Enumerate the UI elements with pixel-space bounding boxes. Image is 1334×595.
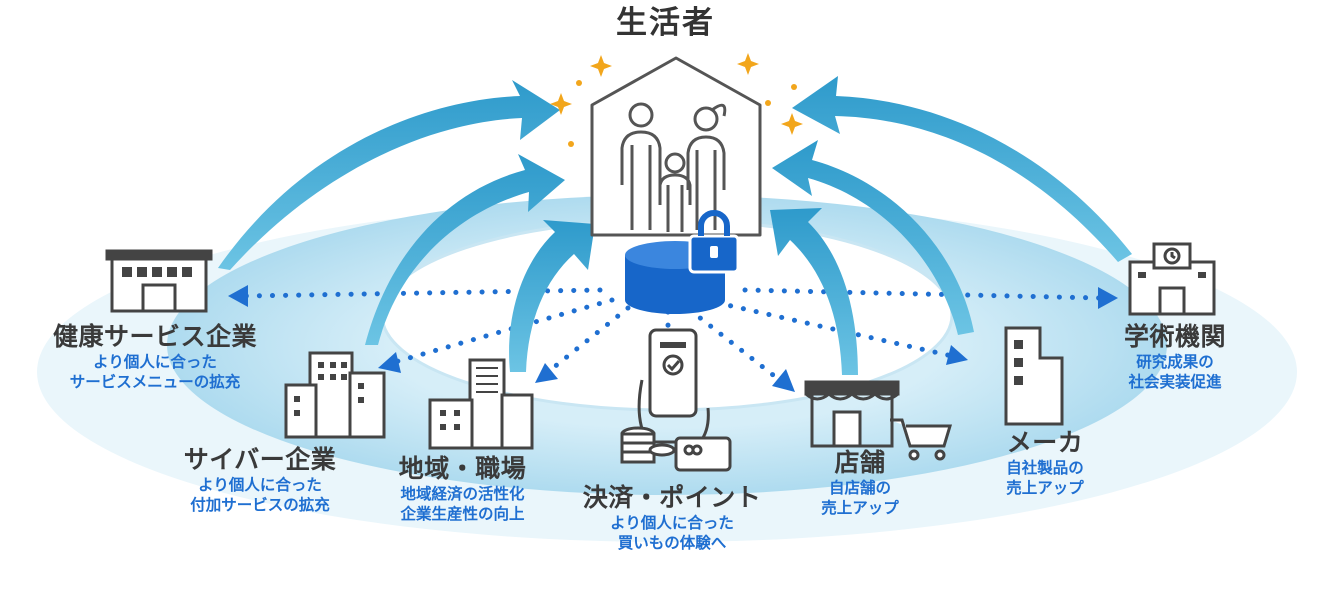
database-lock-icon xyxy=(625,210,740,314)
arrowhead-store xyxy=(772,369,795,392)
node-region-desc2: 企業生産性の向上 xyxy=(400,505,525,523)
arrow-from-academic xyxy=(792,76,1132,262)
flow-to-maker xyxy=(702,297,955,359)
storefront-building-icon xyxy=(105,249,213,313)
node-store-label: 店舗 自店舗の 売上アップ xyxy=(810,448,910,518)
school-building-icon xyxy=(1128,242,1216,316)
arrow-from-store xyxy=(770,208,858,375)
node-cyber-desc1: より個人に合った xyxy=(198,476,322,494)
office-buildings-icon xyxy=(284,351,386,439)
node-cyber-label: サイバー企業 より個人に合った 付加サービスの拡充 xyxy=(155,445,365,515)
shop-cart-icon xyxy=(804,380,953,461)
node-payment-label: 決済・ポイント より個人に合った 買いもの体験へ xyxy=(572,483,772,553)
flow-to-cyber xyxy=(392,297,615,365)
node-payment-desc1: より個人に合った xyxy=(610,514,734,532)
node-academic-desc2: 社会実装促進 xyxy=(1128,373,1222,391)
arrowhead-cyber xyxy=(378,352,401,373)
node-health-label: 健康サービス企業 より個人に合った サービスメニューの拡充 xyxy=(40,322,270,392)
center-title: 生活者 xyxy=(616,5,715,41)
arrow-from-health xyxy=(218,80,560,270)
arrowhead-health xyxy=(228,285,248,307)
arrow-from-cyber xyxy=(365,154,565,345)
house-family-icon xyxy=(590,56,762,237)
node-maker-name: メーカ xyxy=(1006,428,1084,457)
arrow-from-region xyxy=(509,220,595,372)
node-store-name: 店舗 xyxy=(834,448,886,477)
node-region-desc1: 地域経済の活性化 xyxy=(400,485,525,503)
arrowhead-academic xyxy=(1098,287,1118,309)
node-academic-desc1: 研究成果の xyxy=(1136,353,1214,371)
sparkle-decoration xyxy=(550,53,803,147)
node-maker-desc1: 自社製品の xyxy=(1006,459,1084,477)
node-payment-desc2: 買いもの体験へ xyxy=(617,534,727,552)
flow-arrowheads xyxy=(228,285,1118,392)
node-health-desc1: より個人に合った xyxy=(93,353,217,371)
factory-building-icon xyxy=(1004,326,1064,426)
node-region-name: 地域・職場 xyxy=(398,454,527,483)
node-health-name: 健康サービス企業 xyxy=(52,322,257,351)
flow-to-region xyxy=(545,305,631,375)
smartphone-payment-icon xyxy=(620,328,732,472)
node-cyber-desc2: 付加サービスの拡充 xyxy=(190,496,330,514)
node-health-desc2: サービスメニューの拡充 xyxy=(69,373,241,391)
node-maker-label: メーカ 自社製品の 売上アップ xyxy=(990,428,1100,498)
data-flow-dots xyxy=(242,287,1103,385)
node-payment-name: 決済・ポイント xyxy=(582,483,762,512)
node-maker-desc2: 売上アップ xyxy=(1006,479,1084,497)
node-academic-label: 学術機関 研究成果の 社会実装促進 xyxy=(1100,322,1250,392)
arrowhead-region xyxy=(535,363,558,383)
arrowhead-maker xyxy=(946,345,968,365)
value-arrows xyxy=(218,76,1132,375)
node-region-label: 地域・職場 地域経済の活性化 企業生産性の向上 xyxy=(370,454,555,524)
arrow-from-maker xyxy=(772,140,974,335)
node-store-desc1: 自店舗の xyxy=(828,479,891,497)
node-store-desc2: 売上アップ xyxy=(821,499,899,517)
node-cyber-name: サイバー企業 xyxy=(183,445,337,474)
office-tower-icon xyxy=(428,358,534,450)
node-academic-name: 学術機関 xyxy=(1123,322,1226,351)
